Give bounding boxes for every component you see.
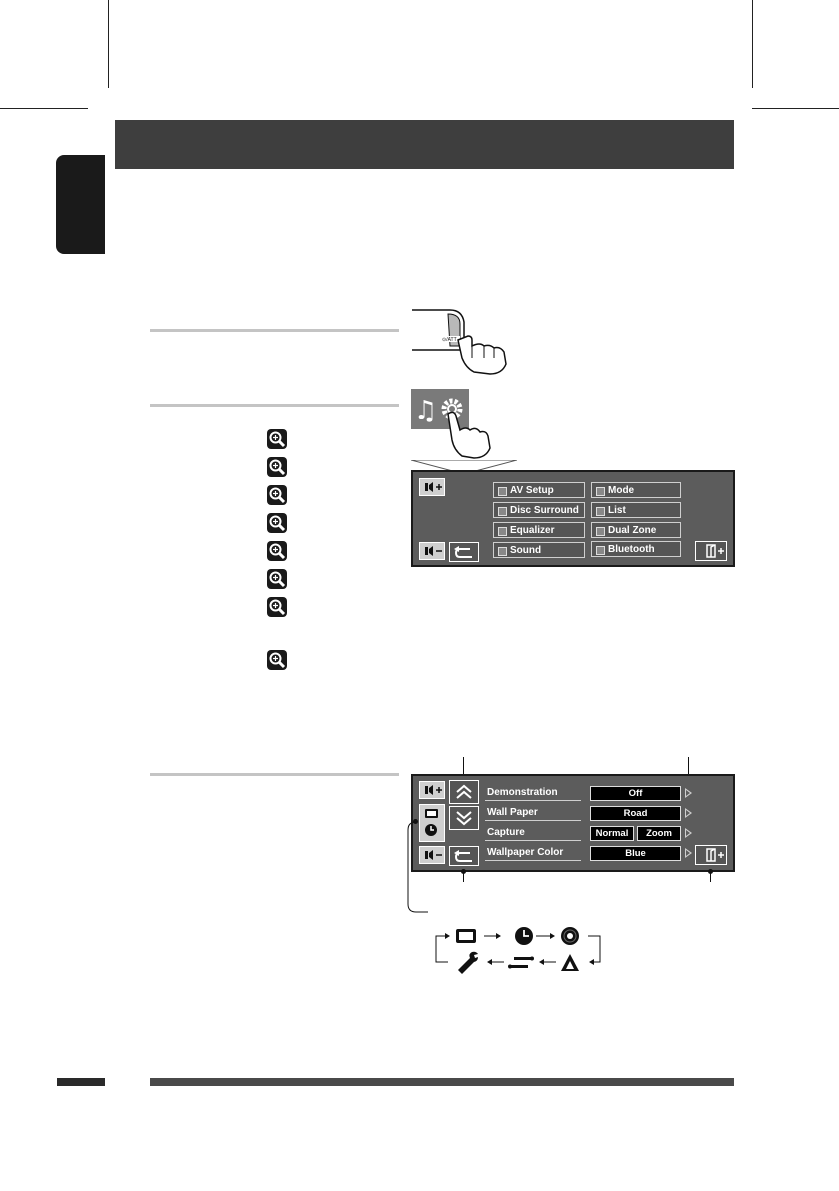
source-mode-button[interactable] bbox=[419, 804, 445, 842]
attenuator-button-illustration: ⊙/ATT bbox=[410, 306, 520, 376]
next-arrow-icon[interactable] bbox=[685, 848, 692, 858]
scroll-down-button[interactable] bbox=[449, 806, 479, 830]
row-label-wall-paper: Wall Paper bbox=[487, 807, 538, 818]
callout-dot-source bbox=[413, 819, 418, 824]
callout-line-arrow bbox=[688, 757, 689, 787]
att-button-bottom[interactable] bbox=[419, 542, 445, 560]
callout-dot-back bbox=[461, 869, 466, 874]
att-button-top[interactable] bbox=[419, 478, 445, 496]
next-arrow-icon[interactable] bbox=[685, 828, 692, 838]
crop-mark-top-right-h bbox=[752, 108, 839, 109]
magnifier-icon bbox=[267, 650, 287, 670]
row-label-wallpaper-color: Wallpaper Color bbox=[487, 847, 564, 858]
finger-pointer-illustration bbox=[440, 410, 495, 460]
menu-item-dual-zone[interactable]: Dual Zone bbox=[591, 522, 681, 538]
back-button[interactable] bbox=[449, 542, 479, 562]
value-capture-zoom[interactable]: Zoom bbox=[637, 826, 681, 841]
down-arrow bbox=[410, 459, 518, 475]
svg-text:⊙/ATT: ⊙/ATT bbox=[442, 337, 457, 343]
menu-item-bluetooth[interactable]: Bluetooth bbox=[591, 541, 681, 557]
scroll-up-button[interactable] bbox=[449, 780, 479, 804]
row-divider bbox=[485, 840, 581, 841]
crop-mark-top-left-v bbox=[108, 0, 109, 88]
menu-item-mode[interactable]: Mode bbox=[591, 482, 681, 498]
next-arrow-icon[interactable] bbox=[685, 788, 692, 798]
callout-line-exit bbox=[710, 872, 711, 882]
page-footer-bar bbox=[150, 1078, 734, 1086]
value-wall-paper[interactable]: Road bbox=[590, 806, 681, 821]
row-divider bbox=[485, 860, 581, 861]
magnifier-icon bbox=[267, 485, 287, 505]
row-divider bbox=[485, 800, 581, 801]
magnifier-icon bbox=[267, 513, 287, 533]
att-button-bottom[interactable] bbox=[419, 846, 445, 864]
page-footer-block bbox=[57, 1078, 105, 1086]
step-1-rule bbox=[150, 329, 399, 332]
svg-text:♫: ♫ bbox=[414, 396, 437, 426]
menu-item-sound[interactable]: Sound bbox=[493, 542, 585, 558]
av-menu-panel: AV Setup Disc Surround Equalizer Sound M… bbox=[411, 470, 735, 567]
menu-item-equalizer[interactable]: Equalizer bbox=[493, 522, 585, 538]
crop-mark-top-left-h bbox=[0, 108, 88, 109]
menu-item-av-setup[interactable]: AV Setup bbox=[493, 482, 585, 498]
magnifier-icon bbox=[267, 429, 287, 449]
back-button[interactable] bbox=[449, 846, 479, 866]
screen-cycle-diagram bbox=[428, 924, 608, 976]
row-label-capture: Capture bbox=[487, 827, 525, 838]
magnifier-icon bbox=[267, 569, 287, 589]
next-arrow-icon[interactable] bbox=[685, 808, 692, 818]
callout-line-scroll bbox=[463, 757, 464, 781]
magnifier-icon bbox=[267, 457, 287, 477]
callout-line-back bbox=[463, 872, 464, 882]
magnifier-icon bbox=[267, 541, 287, 561]
crop-mark-top-right-v bbox=[752, 0, 753, 88]
menu-item-list[interactable]: List bbox=[591, 502, 681, 518]
row-label-demonstration: Demonstration bbox=[487, 787, 558, 798]
step-2-rule bbox=[150, 404, 399, 407]
magnifier-icon bbox=[267, 597, 287, 617]
setup-panel: Demonstration Off Wall Paper Road Captur… bbox=[411, 774, 735, 872]
value-capture-normal[interactable]: Normal bbox=[590, 826, 634, 841]
callout-bracket-source bbox=[404, 820, 428, 914]
row-divider bbox=[485, 820, 581, 821]
exit-button[interactable] bbox=[695, 845, 727, 865]
value-wallpaper-color[interactable]: Blue bbox=[590, 846, 681, 861]
att-button-top[interactable] bbox=[419, 781, 445, 799]
menu-item-disc-surround[interactable]: Disc Surround bbox=[493, 502, 585, 518]
step-3-rule bbox=[150, 773, 399, 776]
section-header-bar bbox=[115, 120, 734, 169]
value-demonstration[interactable]: Off bbox=[590, 786, 681, 801]
callout-dot-exit bbox=[708, 869, 713, 874]
language-side-tab bbox=[56, 155, 105, 254]
exit-button[interactable] bbox=[695, 541, 727, 561]
